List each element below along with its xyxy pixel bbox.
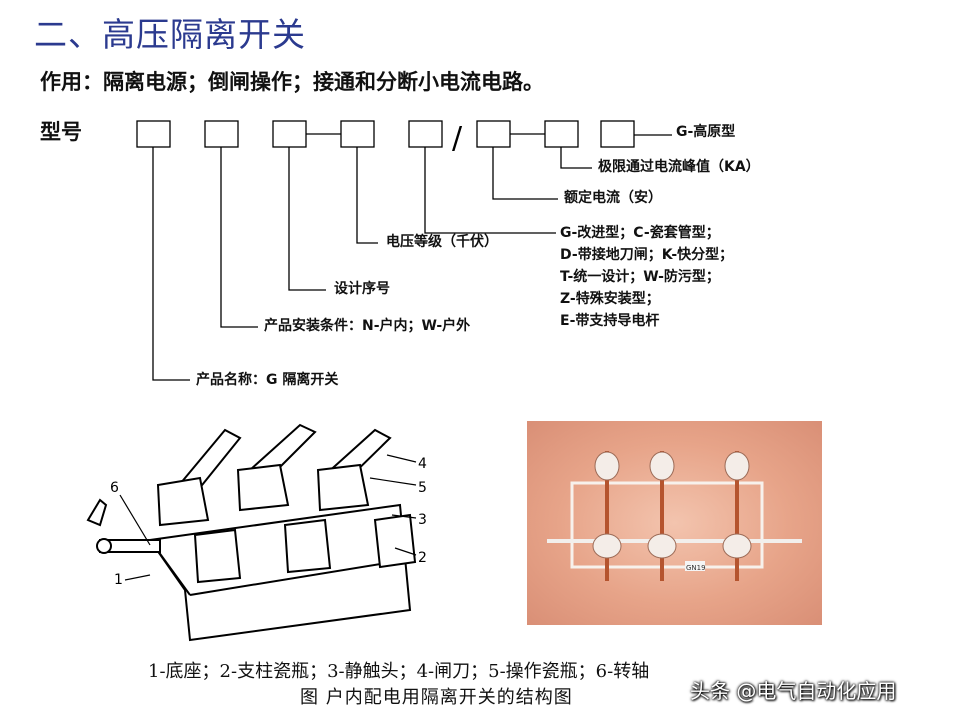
leader-voltage xyxy=(356,147,378,244)
variant-line: D-带接地刀闸；K-快分型； xyxy=(560,247,734,263)
drawing-label-5: 5 xyxy=(418,480,427,496)
leader-design-no xyxy=(288,147,326,291)
photo-plate-text: GN19 xyxy=(686,564,706,572)
insulator-rear-1 xyxy=(156,476,210,527)
watermark: 头条 @电气自动化应用 xyxy=(690,679,897,703)
leader-install xyxy=(220,147,258,328)
variant-line: T-统一设计；W-防污型； xyxy=(560,269,720,285)
page-title: 二、高压隔离开关 xyxy=(34,15,306,54)
variants-list: G-改进型；C-瓷套管型； D-带接地刀闸；K-快分型； T-统一设计；W-防污… xyxy=(560,222,733,332)
drawing-label-1: 1 xyxy=(114,572,123,588)
insulator-front-3 xyxy=(373,513,417,569)
caption-parts: 1-底座；2-支柱瓷瓶；3-静触头；4-闸刀；5-操作瓷瓶；6-转轴 xyxy=(148,661,650,682)
leader-peak-current xyxy=(560,147,592,169)
switch-photo: GN19 xyxy=(527,421,822,625)
code-box-8 xyxy=(600,120,635,148)
leader-variants xyxy=(424,147,556,234)
drawing-label-6: 6 xyxy=(110,480,119,496)
insulator-rear-3 xyxy=(316,463,370,512)
model-label: 型号 xyxy=(40,120,82,144)
variant-line: G-改进型；C-瓷套管型； xyxy=(560,225,720,241)
handle xyxy=(86,498,108,527)
insulator-front-2 xyxy=(283,518,332,574)
purpose-text: 作用：隔离电源；倒闸操作；接通和分断小电流电路。 xyxy=(40,70,544,94)
variant-line: Z-特殊安装型； xyxy=(560,291,660,307)
label-rated-current: 额定电流（安） xyxy=(564,190,662,206)
label-design-no: 设计序号 xyxy=(334,281,390,297)
caption-title: 图 户内配电用隔离开关的结构图 xyxy=(300,687,573,708)
base-frame xyxy=(148,503,412,642)
variant-line: E-带支持导电杆 xyxy=(560,313,660,329)
label-product-name: 产品名称：G 隔离开关 xyxy=(196,372,339,388)
drawing-label-2: 2 xyxy=(418,550,427,566)
label-highland: G-高原型 xyxy=(676,124,736,140)
drawing-label-4: 4 xyxy=(418,456,427,472)
insulator-rear-2 xyxy=(236,463,290,512)
drawing-label-3: 3 xyxy=(418,512,427,528)
label-peak-current: 极限通过电流峰值（KA） xyxy=(598,159,760,175)
switch-photo-art: GN19 xyxy=(547,451,802,581)
code-separator: / xyxy=(452,121,463,156)
insulator-front-1 xyxy=(193,528,242,584)
leader-product-name xyxy=(152,147,190,381)
label-voltage: 电压等级（千伏） xyxy=(386,234,498,250)
leader-rated-current xyxy=(492,147,558,200)
label-install: 产品安装条件：N-户内；W-户外 xyxy=(264,318,471,334)
